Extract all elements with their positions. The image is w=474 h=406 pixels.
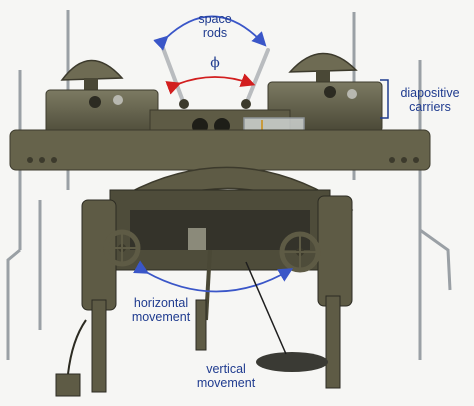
vertical-movement-label: vertical movement <box>196 362 256 390</box>
lower-body <box>109 189 331 321</box>
left-handwheel-icon <box>103 229 141 267</box>
diapositive-carriers-label: diapositive carriers <box>400 86 460 114</box>
diapositive-bracket <box>380 79 389 119</box>
right-lamp-dome <box>288 52 358 84</box>
vertical-movement-pointer <box>245 261 287 355</box>
phi-label: ϕ <box>210 55 220 71</box>
horizontal-movement-arrow <box>133 260 294 293</box>
right-handwheel-icon <box>279 231 321 273</box>
side-columns <box>81 195 353 311</box>
left-lamp-dome <box>60 59 124 92</box>
space-rods-label: space rods <box>198 12 232 40</box>
space-rods-arrow <box>153 15 267 51</box>
horizontal-movement-label: horizontal movement <box>131 296 191 324</box>
phi-angle-arrow <box>165 73 256 95</box>
legs <box>91 295 341 393</box>
main-beam <box>9 129 431 171</box>
foot-pedal-disc <box>256 352 328 372</box>
floor-control-box <box>55 373 81 397</box>
